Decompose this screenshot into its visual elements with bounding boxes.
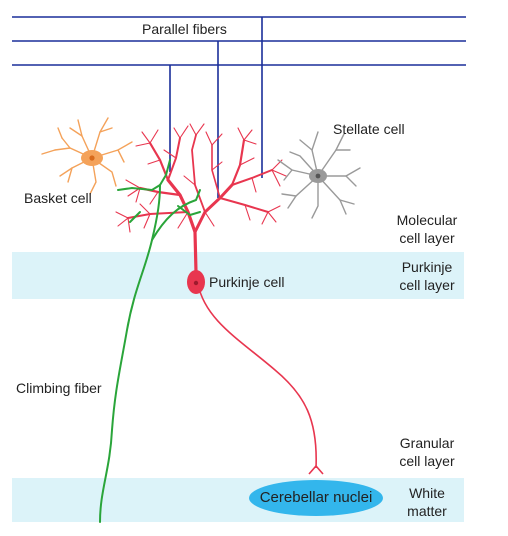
basket-nucleus: [89, 155, 95, 161]
basket-cell-label: Basket cell: [24, 190, 92, 206]
stellate-cell: [277, 131, 361, 219]
granular-layer-line1: Granular: [399, 435, 455, 451]
purkinje-cell-label: Purkinje cell: [209, 274, 285, 290]
stellate-nucleus: [315, 173, 321, 179]
climbing-fiber-path: [99, 159, 201, 523]
parallel-fibers-label: Parallel fibers: [138, 20, 231, 38]
climbing-fiber-label: Climbing fiber: [16, 380, 102, 396]
white-matter-line1: White: [409, 485, 445, 501]
purkinje-layer-line1: Purkinje: [401, 259, 453, 275]
axon-terminal: [308, 464, 324, 475]
molecular-layer-label: Molecular cell layer: [386, 211, 468, 247]
white-matter-line2: matter: [407, 503, 447, 519]
cerebellar-nuclei-shape: [249, 480, 383, 516]
granular-layer-label: Granular cell layer: [386, 434, 468, 470]
purkinje-layer-band: [12, 252, 464, 299]
granular-layer-line2: cell layer: [399, 453, 455, 469]
white-matter-band: [12, 478, 464, 522]
purkinje-layer-line2: cell layer: [399, 277, 455, 293]
molecular-layer-line2: cell layer: [399, 230, 455, 246]
parallel-fibers: [12, 16, 466, 198]
white-matter-label: White matter: [386, 484, 468, 520]
purkinje-axon: [197, 283, 317, 469]
purkinje-nucleus: [193, 280, 199, 286]
molecular-layer-line1: Molecular: [396, 212, 458, 228]
stellate-cell-label: Stellate cell: [333, 121, 405, 137]
purkinje-layer-label: Purkinje cell layer: [386, 258, 468, 294]
cerebellar-nuclei-label: Cerebellar nuclei: [259, 489, 373, 506]
